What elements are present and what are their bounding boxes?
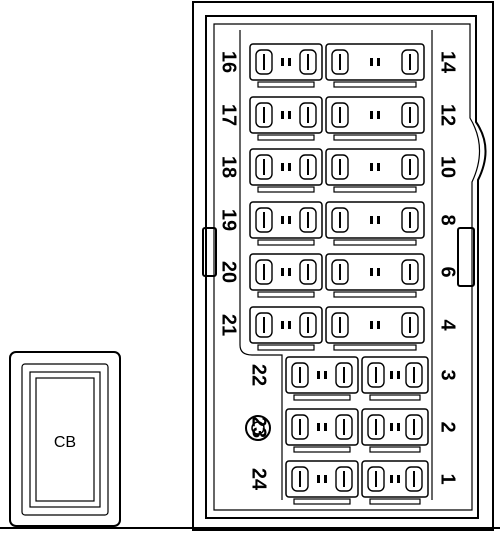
fuse-label-group: 16 14 17 12 18 10 19 8 20 6 21 4 22 3 23 2 24 1 [218,51,459,491]
fuse-6 [325,253,425,298]
fuse-box-housing [192,1,494,531]
fuse-label-6: 6 [437,266,459,277]
fuse-8 [325,201,425,246]
fuse-label-3: 3 [437,369,459,380]
fuse-label-17: 17 [218,104,240,126]
fuse-label-12: 12 [437,104,459,126]
fuse-1 [361,460,429,505]
fuse-label-16: 16 [218,51,240,73]
breaker-label: CB [54,434,76,451]
fuse-16 [249,43,323,88]
fuse-label-18: 18 [218,156,240,178]
fuse-23 [285,408,359,453]
fuse-label-4: 4 [437,319,459,331]
fuse-2 [361,408,429,453]
fuse-label-20: 20 [218,261,240,283]
fuse-label-14: 14 [437,51,459,74]
fuse-19 [249,201,323,246]
fuse-10 [325,148,425,193]
fuse-22 [285,356,359,401]
fuse-label-23: 23 [248,416,270,438]
fuse-label-21: 21 [218,314,240,336]
fuse-18 [249,148,323,193]
fuse-4 [325,306,425,351]
terminal-circle [245,415,271,441]
fuse-3 [361,356,429,401]
fuse-label-22: 22 [248,364,270,386]
fuse-21 [249,306,323,351]
fuse-12 [325,96,425,141]
fuse-24 [285,460,359,505]
fuse-label-10: 10 [437,156,459,178]
fuse-label-8: 8 [437,214,459,225]
fuse-label-2: 2 [437,421,459,432]
fuse-label-1: 1 [437,473,459,484]
circuit-breaker: CB [9,351,121,527]
fuse-17 [249,96,323,141]
fuse-label-19: 19 [218,209,240,231]
fuse-group [245,43,429,505]
fuse-14 [325,43,425,88]
fuse-label-24: 24 [248,468,270,491]
fuse-20 [249,253,323,298]
